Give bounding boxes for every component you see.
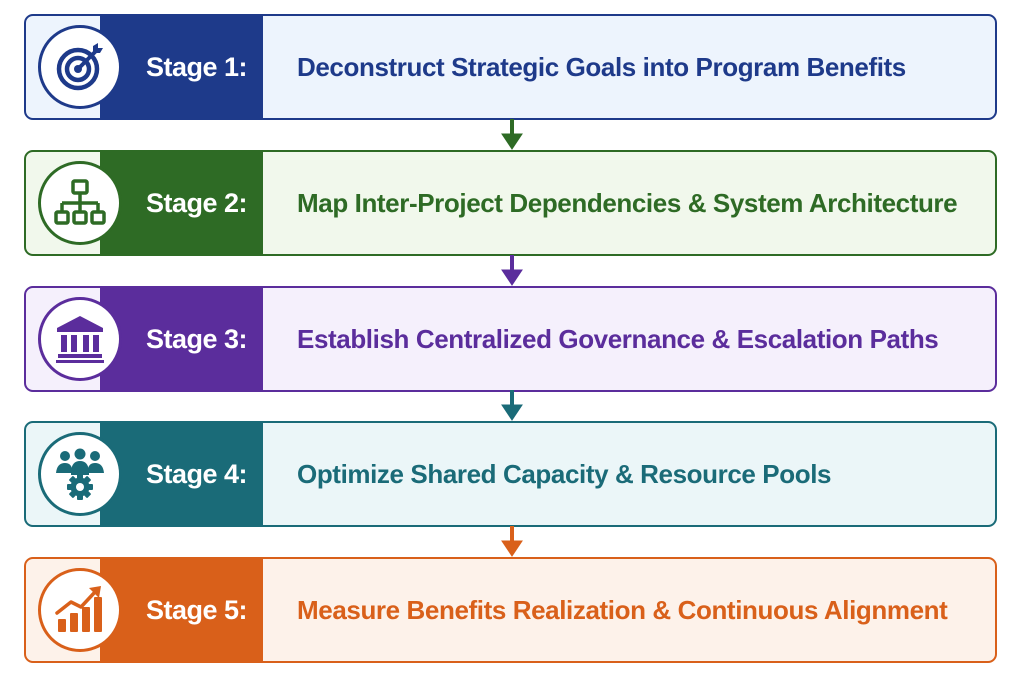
stage-5-label: Stage 5: [146,594,248,625]
stage-1-text: Deconstruct Strategic Goals into Program… [297,51,906,82]
org-chart-icon [38,161,122,245]
stage-3-header: Stage 3: [26,288,263,390]
stage-5-header: Stage 5: [26,559,263,661]
arrow-2-to-3 [501,255,523,286]
stage-4-label: Stage 4: [146,458,248,489]
stage-2-label: Stage 2: [146,187,248,218]
arrow-3-to-4 [501,390,523,421]
stage-4-text: Optimize Shared Capacity & Resource Pool… [297,458,832,489]
stage-4-band [100,423,263,525]
stage-3-text: Establish Centralized Governance & Escal… [297,323,939,354]
stage-2-card: Stage 2: Map Inter-Project Dependencies … [24,150,997,256]
stage-4-header: Stage 4: [26,423,263,525]
stage-2-text: Map Inter-Project Dependencies & System … [297,187,958,218]
growth-chart-icon [38,568,122,652]
stage-1-label: Stage 1: [146,51,248,82]
stage-3-card: Stage 3: Establish Centralized Governanc… [24,286,997,392]
stage-3-label: Stage 3: [146,323,248,354]
target-icon [38,25,122,109]
stage-1-band [100,16,263,118]
stage-5-text: Measure Benefits Realization & Continuou… [297,594,948,625]
team-gear-icon [38,432,122,516]
stage-2-header: Stage 2: [26,152,263,254]
arrow-1-to-2 [501,119,523,150]
stage-5-band [100,559,263,661]
stage-4-card: Stage 4: Optimize Shared Capacity & Reso… [24,421,997,527]
stage-1-card: Stage 1: Deconstruct Strategic Goals int… [24,14,997,120]
stage-5-card: Stage 5: Measure Benefits Realization & … [24,557,997,663]
stage-3-band [100,288,263,390]
arrow-4-to-5 [501,526,523,557]
stage-2-band [100,152,263,254]
institution-icon [38,297,122,381]
stage-1-header: Stage 1: [26,16,263,118]
